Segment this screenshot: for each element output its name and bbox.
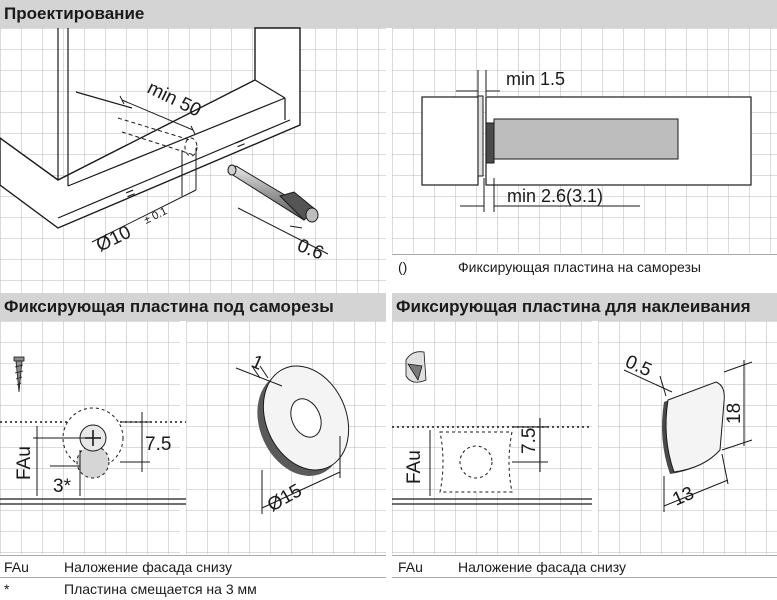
- dim-label-fau-left: FAu: [14, 446, 35, 480]
- section-header-screw-plate: Фиксирующая пластина под саморезы: [0, 293, 386, 321]
- panel-round-plate: 1 Ø15: [186, 321, 386, 554]
- section-header-adhesive-plate: Фиксирующая пластина для наклеивания: [392, 293, 777, 321]
- dim-label-3-star: 3*: [53, 476, 72, 497]
- legend-row-fau-right: FAu Наложение фасада снизу: [398, 556, 777, 578]
- dim-label-7-5-right: 7.5: [519, 428, 540, 454]
- legend-rule: [0, 555, 386, 556]
- legend-rule: [392, 555, 777, 556]
- section-header-design: Проектирование: [0, 0, 777, 28]
- legend-rule: [392, 254, 777, 255]
- adhesive-plate-icon: [405, 351, 427, 383]
- dim-label-18: 18: [724, 403, 745, 424]
- legend-key: *: [4, 581, 10, 597]
- cabinet-outline: [0, 27, 301, 229]
- panel-design-perspective: min 50 = = Ø10 ± 0.1 0.6: [0, 27, 386, 293]
- dim-label-min2-6: min 2.6(3.1): [507, 186, 603, 206]
- legend-rule: [392, 577, 777, 578]
- dim-label-7-5-left: 7.5: [145, 434, 171, 455]
- legend-text: Наложение фасада снизу: [458, 559, 626, 575]
- round-plate: [257, 365, 350, 476]
- dim-label-fau-right: FAu: [404, 450, 425, 484]
- legend-row-offset-note: * Пластина смещается на 3 мм: [4, 578, 386, 600]
- legend-key: (): [398, 259, 408, 275]
- bumper-section: [485, 118, 679, 164]
- legend-key: FAu: [4, 559, 29, 575]
- legend-rule: [0, 577, 386, 578]
- legend-row-fau-left: FAu Наложение фасада снизу: [4, 556, 386, 578]
- screw-icon: [13, 356, 25, 393]
- legend-row-plate-screws: () Фиксирующая пластина на саморезы: [398, 256, 777, 278]
- legend-key: FAu: [398, 559, 423, 575]
- legend-text: Наложение фасада снизу: [64, 559, 232, 575]
- legend-text: Фиксирующая пластина на саморезы: [458, 259, 701, 275]
- adhesive-plate-3d: [662, 381, 725, 474]
- bore-hole: [117, 117, 198, 157]
- plate-outline: [439, 431, 513, 493]
- panel-adhesive-plate-3d: 0.5 18 13: [598, 321, 777, 554]
- dim-label-min1-5: min 1.5: [506, 69, 565, 89]
- panel-screw-plate-front: FAu 7.5 3*: [0, 321, 186, 554]
- panel-adhesive-plate-front: FAu 7.5: [392, 321, 592, 554]
- legend-text: Пластина смещается на 3 мм: [64, 581, 257, 597]
- panel-side-section: min 1.5 min 2.6(3.1): [392, 28, 777, 253]
- front-panel: [421, 96, 479, 186]
- bumper-cylinder: [227, 164, 319, 223]
- dim-min50: [119, 95, 196, 135]
